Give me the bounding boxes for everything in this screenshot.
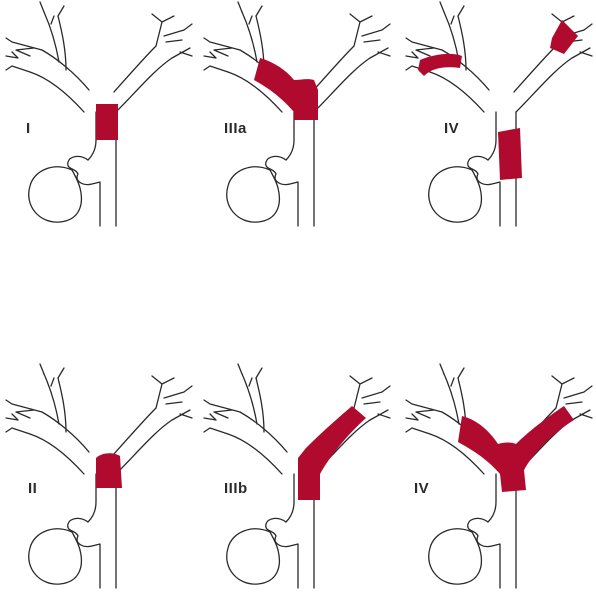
tumor-region — [498, 128, 522, 180]
tumor-region — [96, 453, 122, 488]
tumor-region — [298, 406, 366, 500]
diagram-panel-type-4-a: IV — [404, 0, 596, 230]
biliary-tree-drawing — [404, 0, 596, 230]
tumor-region — [96, 104, 118, 140]
diagram-panel-type-3b: IIIb — [202, 362, 402, 592]
panel-label: IV — [444, 120, 459, 137]
panel-label: I — [26, 120, 31, 137]
biliary-tree-drawing — [404, 362, 596, 592]
biliary-tree-drawing — [202, 362, 402, 592]
tumor-region — [458, 406, 574, 492]
biliary-tree-drawing — [202, 0, 402, 230]
diagram-panel-type-3a: IIIa — [202, 0, 402, 230]
biliary-tree-drawing — [4, 0, 204, 230]
diagram-panel-type-1: I — [4, 0, 204, 230]
biliary-tree-drawing — [4, 362, 204, 592]
diagram-panel-type-4-b: IV — [404, 362, 596, 592]
panel-label: IIIb — [224, 480, 248, 497]
panel-label: II — [28, 480, 37, 497]
tumor-region — [418, 54, 462, 76]
panel-label: IIIa — [224, 120, 247, 137]
tumor-region — [254, 58, 318, 120]
tumor-region — [550, 20, 578, 54]
diagram-panel-type-2: II — [4, 362, 204, 592]
panel-label: IV — [414, 480, 429, 497]
